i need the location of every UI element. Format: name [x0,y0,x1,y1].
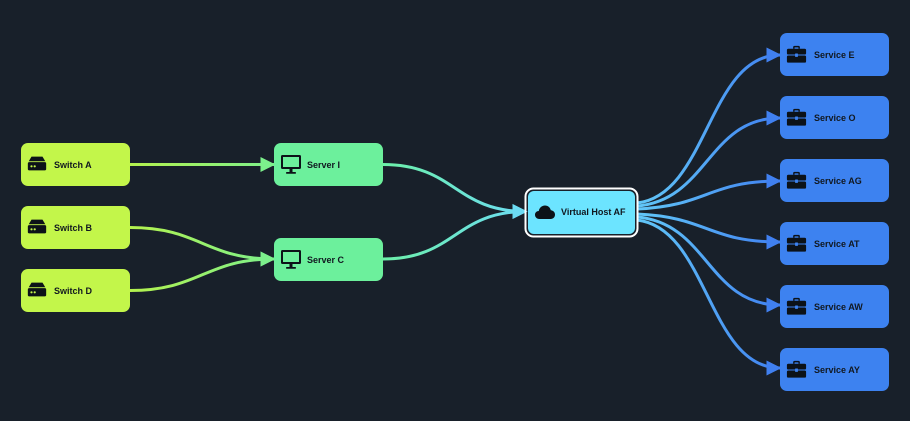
node-server-i[interactable]: Server I [274,143,383,186]
edge-host-af-service-ay [636,218,782,376]
edge-switch-b-server-c [129,226,276,267]
node-service-o[interactable]: Service O [780,96,889,139]
edge-host-af-service-at [636,212,782,250]
node-label: Service AY [814,365,860,375]
node-label: Server C [307,255,345,265]
node-service-at[interactable]: Service AT [780,222,889,265]
node-label: Switch D [54,286,93,296]
server-rack-icon [27,219,47,234]
node-switch-a[interactable]: Switch A [21,143,130,186]
node-label: Service O [814,113,856,123]
server-rack-icon [27,156,47,171]
edge-switch-d-server-c [129,251,276,292]
node-label: Virtual Host AF [561,207,626,217]
server-rack-icon [27,282,47,297]
node-switch-d[interactable]: Switch D [21,269,130,312]
node-label: Service AT [814,239,860,249]
edge-host-af-service-aw [636,215,782,313]
node-switch-b[interactable]: Switch B [21,206,130,249]
edge-server-c-host-af [382,204,528,261]
node-service-ag[interactable]: Service AG [780,159,889,202]
nodes: Switch A Switch B Switch D Server I Serv… [21,33,889,391]
node-server-c[interactable]: Server C [274,238,383,281]
node-service-e[interactable]: Service E [780,33,889,76]
node-label: Service E [814,50,855,60]
node-label: Switch B [54,223,93,233]
connections [129,47,782,376]
node-label: Server I [307,160,340,170]
edge-server-i-host-af [382,163,528,219]
edge-host-af-service-o [636,110,782,208]
node-label: Switch A [54,160,92,170]
edge-host-af-service-e [636,47,782,205]
node-label: Service AG [814,176,862,186]
node-service-aw[interactable]: Service AW [780,285,889,328]
node-virtual-host-af[interactable]: Virtual Host AF [524,187,639,238]
node-label: Service AW [814,302,863,312]
node-service-ay[interactable]: Service AY [780,348,889,391]
edge-host-af-service-ag [636,173,782,211]
